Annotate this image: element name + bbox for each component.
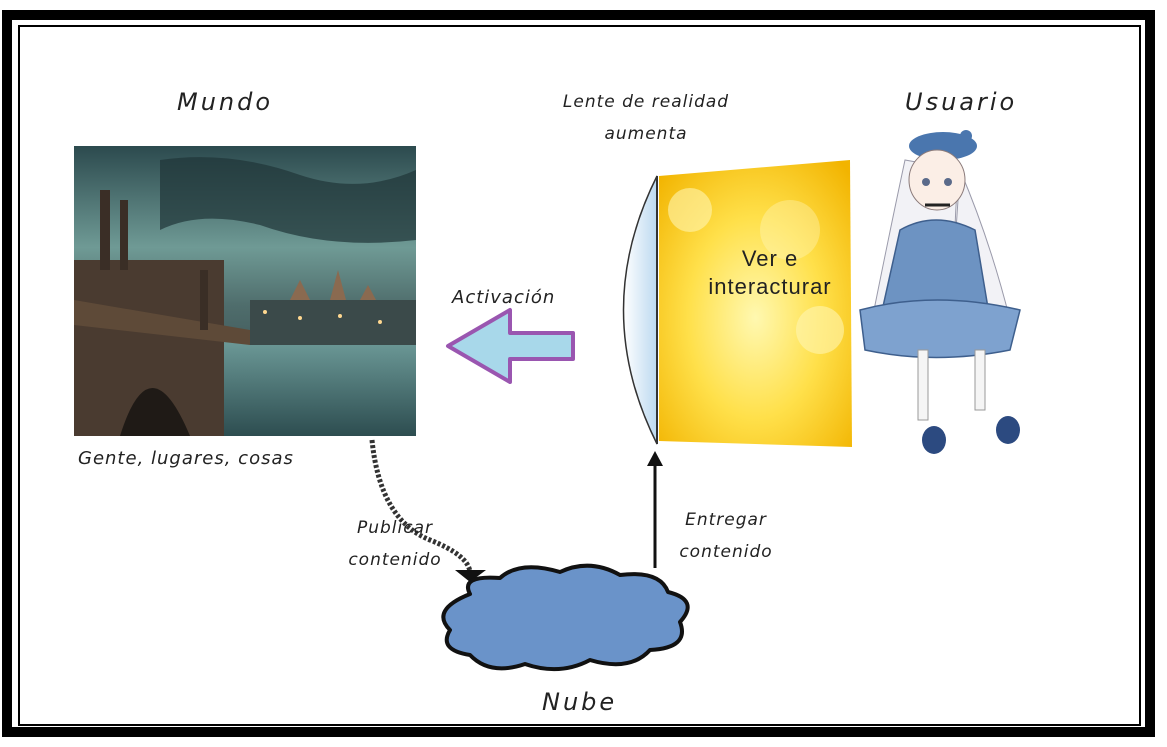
ar-screen <box>659 160 852 447</box>
publish-label-line1: Publicar <box>356 518 434 538</box>
deliver-label-line2: contenido <box>679 542 773 562</box>
lens-label: Lente de realidad aumenta <box>560 86 732 150</box>
deliver-label-line1: Entregar <box>685 510 767 530</box>
user-title: Usuario <box>905 88 1018 116</box>
user-figure <box>859 130 1021 454</box>
inner-frame <box>18 25 1141 726</box>
world-title: Mundo <box>177 88 274 116</box>
publish-label-line2: contenido <box>348 550 442 570</box>
cloud-title: Nube <box>542 688 618 716</box>
activation-arrow <box>446 308 575 384</box>
lens-shape <box>622 175 658 445</box>
publish-arrow <box>369 439 473 573</box>
lens-label-line1: Lente de realidad <box>562 92 730 112</box>
cloud-shape <box>441 563 690 672</box>
publish-label: Publicar contenido <box>335 512 455 576</box>
screen-text-line2: interacturar <box>708 274 832 299</box>
deliver-label: Entregar contenido <box>666 504 786 568</box>
activation-label: Activación <box>452 287 556 308</box>
screen-text: Ver e interacturar <box>690 245 850 301</box>
world-caption: Gente, lugares, cosas <box>78 448 294 469</box>
screen-text-line1: Ver e <box>741 246 799 271</box>
lens-label-line2: aumenta <box>604 124 688 144</box>
world-photo <box>74 146 416 436</box>
